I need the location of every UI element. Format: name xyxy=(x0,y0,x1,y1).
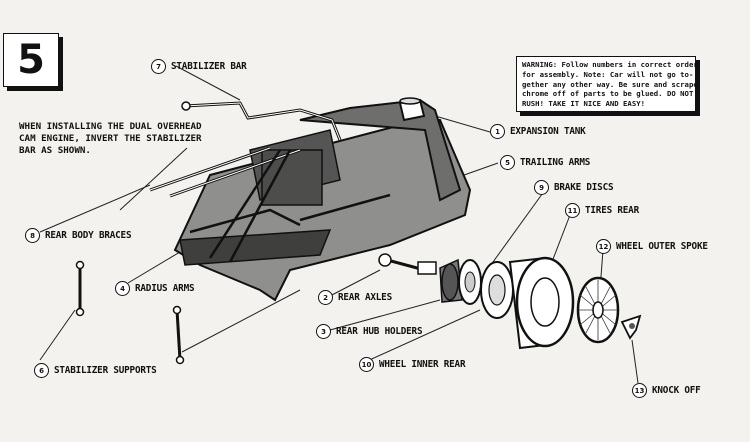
callout-number: 8 xyxy=(25,228,40,243)
step-number-box: 5 xyxy=(3,33,59,87)
callout-stabilizer-bar: 7 STABILIZER BAR xyxy=(151,59,247,74)
callout-label: RADIUS ARMS xyxy=(135,283,195,294)
callout-number: 3 xyxy=(316,324,331,339)
rear-body-braces xyxy=(149,146,301,198)
callout-label: TRAILING ARMS xyxy=(520,157,591,168)
callout-label: STABILIZER BAR xyxy=(171,61,247,72)
tire-rear xyxy=(508,256,575,350)
warning-line: for assembly. Note: Car will not go to- xyxy=(522,69,694,79)
callout-wheel-outer-spoke: 12 WHEEL OUTER SPOKE xyxy=(596,239,708,254)
install-note-line: WHEN INSTALLING THE DUAL OVERHEAD xyxy=(19,121,202,132)
callout-label: KNOCK OFF xyxy=(652,385,701,396)
expansion-tank xyxy=(398,97,426,122)
callout-number: 5 xyxy=(500,155,515,170)
stabilizer-supports xyxy=(75,260,185,365)
callout-rear-axles: 2 REAR AXLES xyxy=(318,290,392,305)
callout-stabilizer-supports: 6 STABILIZER SUPPORTS xyxy=(34,363,157,378)
callout-number: 12 xyxy=(596,239,611,254)
callout-number: 10 xyxy=(359,357,374,372)
callout-wheel-inner-rear: 10 WHEEL INNER REAR xyxy=(359,357,466,372)
callout-number: 7 xyxy=(151,59,166,74)
callout-trailing-arms: 5 TRAILING ARMS xyxy=(500,155,590,170)
callout-number: 9 xyxy=(534,180,549,195)
callout-number: 4 xyxy=(115,281,130,296)
callout-label: EXPANSION TANK xyxy=(510,126,586,137)
rear-hub-holder xyxy=(439,258,463,303)
callout-knock-off: 13 KNOCK OFF xyxy=(632,383,701,398)
callout-number: 13 xyxy=(632,383,647,398)
callout-tires-rear: 11 TIRES REAR xyxy=(565,203,639,218)
chassis xyxy=(173,98,472,302)
callout-label: TIRES REAR xyxy=(585,205,639,216)
callout-rear-hub-holders: 3 REAR HUB HOLDERS xyxy=(316,324,423,339)
install-note-line: CAM ENGINE, INVERT THE STABILIZER xyxy=(19,133,202,144)
callout-label: REAR AXLES xyxy=(338,292,392,303)
callout-number: 6 xyxy=(34,363,49,378)
knock-off xyxy=(620,314,642,340)
stabilizer-bar xyxy=(181,101,342,141)
rear-axle xyxy=(378,253,437,275)
callout-number: 2 xyxy=(318,290,333,305)
warning-box: WARNING: Follow numbers in correct order… xyxy=(516,56,698,112)
callout-brake-discs: 9 BRAKE DISCS xyxy=(534,180,614,195)
trailing-and-radius-arms xyxy=(189,149,391,263)
callout-label: STABILIZER SUPPORTS xyxy=(54,365,157,376)
warning-line: RUSH! TAKE IT NICE AND EASY! xyxy=(522,99,646,109)
callout-radius-arms: 4 RADIUS ARMS xyxy=(115,281,195,296)
callout-label: WHEEL OUTER SPOKE xyxy=(616,241,708,252)
callout-label: WHEEL INNER REAR xyxy=(379,359,466,370)
callout-number: 1 xyxy=(490,124,505,139)
step-number: 5 xyxy=(17,37,45,83)
callout-label: REAR HUB HOLDERS xyxy=(336,326,423,337)
wheel-inner-rear xyxy=(480,261,514,319)
warning-line: chrome off of parts to be glued. DO NOT xyxy=(522,89,694,99)
callout-number: 11 xyxy=(565,203,580,218)
install-note-line: BAR AS SHOWN. xyxy=(19,145,91,156)
callout-label: BRAKE DISCS xyxy=(554,182,614,193)
warning-line: WARNING: Follow numbers in correct order xyxy=(522,60,698,69)
brake-disc xyxy=(458,259,482,305)
warning-line: gether any other way. Be sure and scrape xyxy=(522,79,698,89)
wheel-outer-spoke xyxy=(576,276,620,344)
callout-expansion-tank: 1 EXPANSION TANK xyxy=(490,124,586,139)
callout-label: REAR BODY BRACES xyxy=(45,230,132,241)
install-note: WHEN INSTALLING THE DUAL OVERHEAD CAM EN… xyxy=(19,121,202,157)
callout-rear-body-braces: 8 REAR BODY BRACES xyxy=(25,228,132,243)
